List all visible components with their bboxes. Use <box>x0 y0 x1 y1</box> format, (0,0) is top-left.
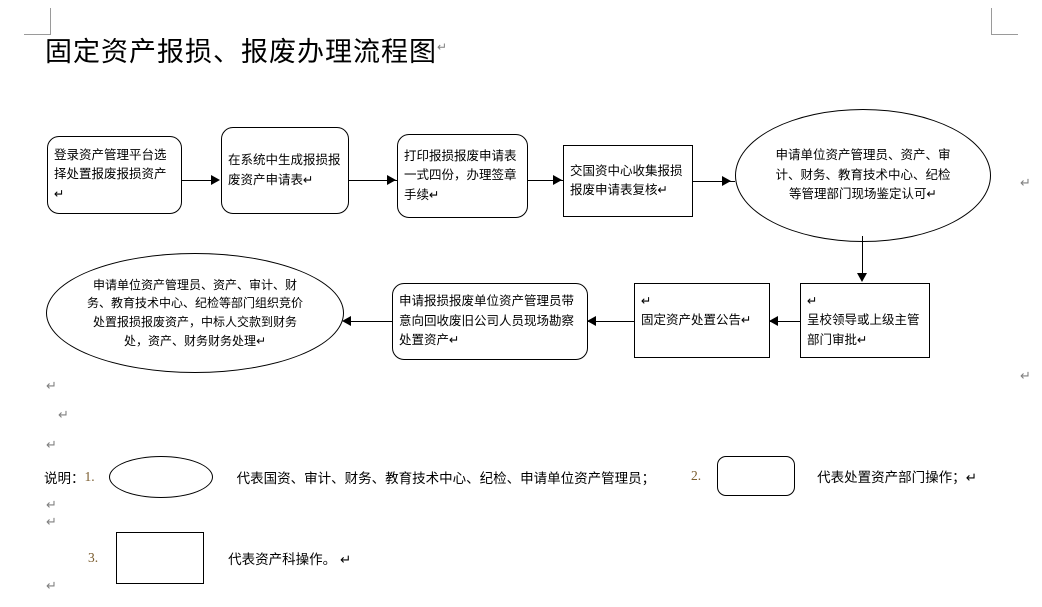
connector-n6-n7 <box>770 321 801 322</box>
flow-node-n1[interactable]: 登录资产管理平台选择处置报废报损资产↵ <box>47 136 182 214</box>
flow-node-n6[interactable]: ↵ 呈校领导或上级主管部门审批↵ <box>800 283 930 358</box>
crop-mark-top-right <box>991 8 1018 35</box>
flow-node-n5[interactable]: 申请单位资产管理员、资产、审计、财务、教育技术中心、纪检等管理部门现场鉴定认可↵ <box>735 109 991 242</box>
legend-swatch-rounded <box>717 456 796 496</box>
legend-item-2-text: 代表处置资产部门操作；↵ <box>817 470 977 485</box>
legend-item-1-text: 代表国资、审计、财务、教育技术中心、纪检、申请单位资产管理员； <box>236 471 656 486</box>
legend-swatch-ellipse <box>108 456 213 498</box>
legend-item-3-number: 3. <box>88 550 99 565</box>
paragraph-mark-icon: ↵ <box>46 378 57 393</box>
flow-node-n7[interactable]: ↵ 固定资产处置公告↵ <box>634 283 770 358</box>
paragraph-mark-icon: ↵ <box>46 514 57 529</box>
arrow-n5-n6-icon <box>857 273 867 282</box>
arrow-n1-n2-icon <box>211 175 220 185</box>
flow-node-n8[interactable]: 申请报损报废单位资产管理员带意向回收废旧公司人员现场勘察处置资产↵ <box>392 283 588 360</box>
connector-n4-n5 <box>693 181 735 182</box>
arrow-n8-n9-icon <box>342 316 351 326</box>
flow-node-n6-label: ↵ 呈校领导或上级主管部门审批↵ <box>807 294 920 347</box>
legend-item-2-number: 2. <box>691 468 702 483</box>
legend-item-1-number: 1. <box>84 469 95 484</box>
paragraph-mark-icon: ↵ <box>46 437 57 452</box>
flow-node-n2[interactable]: 在系统中生成报损报废资产申请表↵ <box>221 127 349 214</box>
arrow-n4-n5-icon <box>722 176 731 186</box>
arrow-n3-n4-icon <box>553 175 562 185</box>
flow-node-n4-label: 交国资中心收集报损报废申请表复核↵ <box>570 163 683 197</box>
legend-swatch-square <box>116 532 205 584</box>
flow-node-n3[interactable]: 打印报损报废申请表一式四份，办理签章手续↵ <box>397 134 528 218</box>
page-title: 固定资产报损、报废办理流程图↵ <box>45 30 448 69</box>
flow-node-n9-label: 申请单位资产管理员、资产、审计、财务、教育技术中心、纪检等部门组织竞价处置报损报… <box>86 277 303 348</box>
flow-node-n3-label: 打印报损报废申请表一式四份，办理签章手续↵ <box>404 148 517 202</box>
legend-row-1: 说明： 1. 代表国资、审计、财务、教育技术中心、纪检、申请单位资产管理员； <box>44 456 655 498</box>
paragraph-mark-icon: ↵ <box>58 407 69 422</box>
flow-node-n7-label: ↵ 固定资产处置公告↵ <box>641 294 752 328</box>
connector-n5-n6 <box>862 236 863 280</box>
paragraph-mark-icon: ↵ <box>46 497 57 512</box>
flow-node-n8-label: 申请报损报废单位资产管理员带意向回收废旧公司人员现场勘察处置资产↵ <box>399 294 575 348</box>
connector-n8-n9 <box>345 321 392 322</box>
crop-mark-top-left <box>24 8 51 35</box>
flow-node-n9[interactable]: 申请单位资产管理员、资产、审计、财务、教育技术中心、纪检等部门组织竞价处置报损报… <box>46 253 344 373</box>
page-title-text: 固定资产报损、报废办理流程图 <box>45 37 437 67</box>
arrow-n6-n7-icon <box>769 316 778 326</box>
flow-node-n2-label: 在系统中生成报损报废资产申请表↵ <box>228 153 341 187</box>
connector-n2-n3 <box>349 180 399 181</box>
flow-node-n1-label: 登录资产管理平台选择处置报废报损资产↵ <box>54 147 167 201</box>
legend-row-2: 2. 代表处置资产部门操作；↵ <box>691 456 977 496</box>
connector-n7-n8 <box>588 321 634 322</box>
flow-node-n5-label: 申请单位资产管理员、资产、审计、财务、教育技术中心、纪检等管理部门现场鉴定认可↵ <box>775 148 951 202</box>
connector-n3-n4 <box>528 180 564 181</box>
arrow-n7-n8-icon <box>587 316 596 326</box>
flow-node-n4[interactable]: 交国资中心收集报损报废申请表复核↵ <box>563 145 693 217</box>
legend-label: 说明： <box>44 471 85 486</box>
paragraph-mark-icon: ↵ <box>1020 368 1031 383</box>
legend-item-3-text: 代表资产科操作。 ↵ <box>228 552 352 567</box>
legend-row-3: 3. 代表资产科操作。 ↵ <box>88 532 351 584</box>
paragraph-mark-icon: ↵ <box>437 40 449 54</box>
paragraph-mark-icon: ↵ <box>46 578 57 593</box>
paragraph-mark-icon: ↵ <box>1020 175 1031 190</box>
arrow-n2-n3-icon <box>387 175 396 185</box>
connector-n1-n2 <box>182 180 214 181</box>
